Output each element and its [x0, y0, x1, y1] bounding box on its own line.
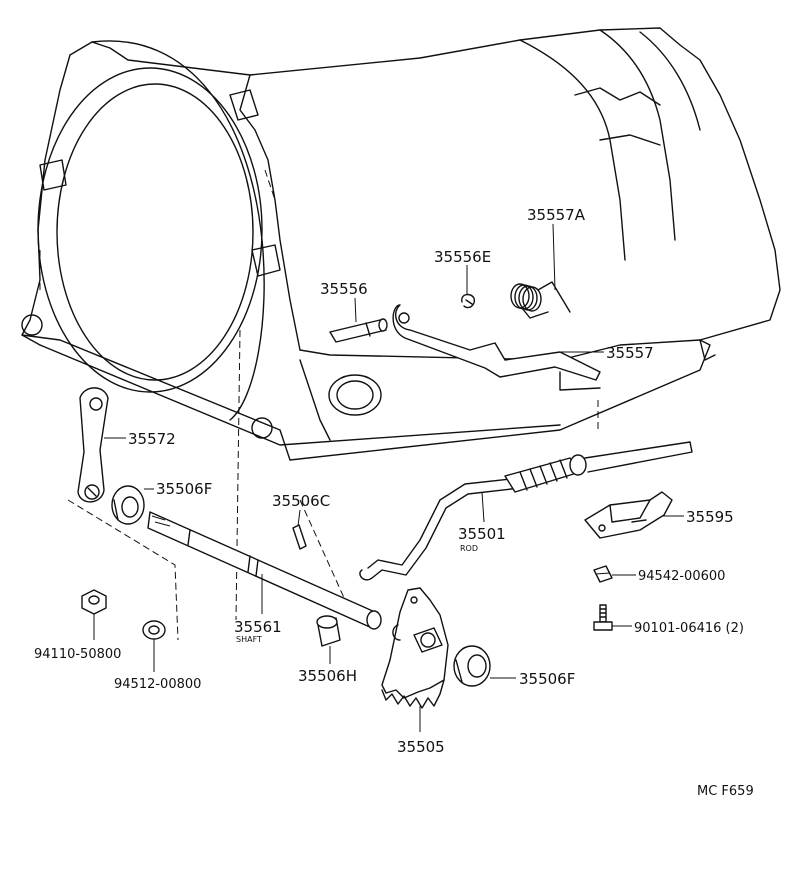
nut-94110	[81, 589, 107, 615]
label-90101: 90101-06416 (2)	[634, 621, 744, 636]
label-94110: 94110-50800	[34, 647, 121, 662]
label-35561-shaft: SHAFT	[236, 635, 262, 644]
label-35505: 35505	[397, 738, 445, 756]
label-35595: 35595	[686, 508, 734, 526]
label-35501-rod: ROD	[460, 544, 478, 553]
label-35556: 35556	[320, 280, 368, 298]
spring-35557A	[510, 281, 571, 319]
leader-lines	[93, 223, 684, 732]
bolt-90101	[593, 604, 613, 631]
part-labels: 35557A 35556E 35556 35557 35572 35506F 3…	[34, 206, 754, 799]
bracket-35595	[584, 491, 673, 539]
label-35506F-bottom: 35506F	[519, 670, 575, 688]
label-35506C: 35506C	[272, 492, 330, 510]
alignment-lines	[39, 169, 599, 641]
transmission-housing	[21, 27, 781, 461]
washer-35506F-top	[111, 485, 145, 525]
label-35506F-top: 35506F	[156, 480, 212, 498]
label-35572: 35572	[128, 430, 176, 448]
label-35561: 35561	[234, 618, 282, 636]
label-35506H: 35506H	[298, 667, 357, 685]
label-35557: 35557	[606, 344, 654, 362]
label-35501: 35501	[458, 525, 506, 543]
label-94512: 94512-00800	[114, 677, 201, 692]
rod-35501	[359, 441, 693, 581]
roll-pin-35506C	[292, 524, 307, 550]
label-35557A: 35557A	[527, 206, 586, 224]
clip-35556E	[461, 293, 476, 309]
bushing-35506H	[316, 615, 341, 647]
clip-94542	[593, 565, 613, 583]
washer-35506F-bottom	[453, 645, 491, 687]
lever-35557	[392, 304, 601, 381]
reference-code: MC F659	[697, 784, 754, 799]
plate-35505	[381, 587, 449, 709]
label-35556E: 35556E	[434, 248, 491, 266]
label-94542: 94542-00600	[638, 569, 725, 584]
lock-washer-94512	[142, 620, 166, 640]
arm-35572	[77, 387, 109, 503]
pin-35556	[329, 318, 388, 343]
shaft-35561	[147, 511, 382, 630]
